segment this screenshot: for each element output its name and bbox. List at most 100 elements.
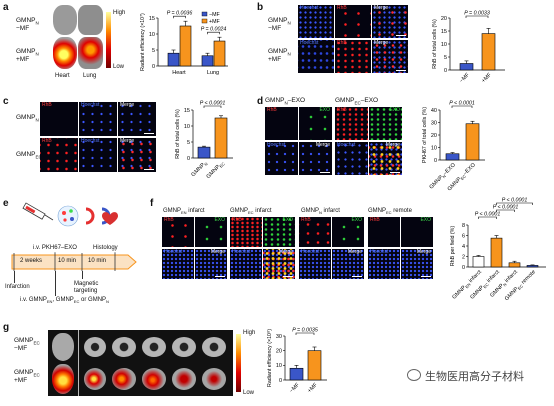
b-ytick-label-4: 20 — [441, 16, 447, 22]
c-r2-merge: Merge — [118, 138, 156, 172]
f-c4-rhb: RhB — [368, 217, 400, 247]
e-timeline — [11, 252, 137, 271]
g-xtick-label-1: +MF — [307, 382, 320, 395]
g-bracket-0 — [295, 332, 315, 335]
a-row2-label: GMNPN+MF — [16, 48, 39, 63]
g-slice-minus-2 — [112, 337, 136, 357]
e-interval-2: 10 min — [58, 258, 77, 264]
f-bracket-1 — [496, 209, 515, 212]
e-infarction-label: Infarction — [5, 284, 30, 290]
heart-icon — [102, 212, 118, 225]
a-ytick-label-1: 5 — [152, 48, 155, 54]
f-c2-exo: EXO — [263, 217, 295, 247]
a-ytick-label-0: 0 — [152, 64, 155, 70]
e-iv-tick — [55, 271, 56, 296]
b-bar-1 — [481, 33, 496, 71]
wechat-logo-icon — [407, 369, 421, 381]
panel-label-b: b — [257, 2, 264, 13]
watermark-text: 生物医用高分子材料 — [425, 371, 524, 383]
f-col1-title: GMNPEN infarct — [163, 208, 205, 216]
e-iv-gmnp-label: i.v. GMNPEN, GMNPEC or GMNPN — [20, 297, 109, 305]
f-ytick-label-1: 2 — [462, 254, 465, 260]
f-pvalue-0: P < 0.0001 — [475, 212, 501, 218]
f-c1-hoechst: Hoechst — [162, 249, 194, 279]
d-ec-hoechst: Hoechst — [335, 142, 368, 175]
f-ytick-label-0: 0 — [462, 265, 465, 271]
g-slice-plus-4 — [172, 368, 196, 390]
g-ytick-label-1: 10 — [276, 363, 282, 369]
b-ytick-label-3: 15 — [441, 29, 447, 35]
g-slice-plus-3 — [142, 368, 166, 390]
f-c3-rhb: RhB — [299, 217, 331, 247]
f-ytick-label-3: 6 — [462, 233, 465, 239]
g-ytick-label-3: 30 — [276, 334, 282, 340]
f-c1-exo: EXO — [195, 217, 227, 247]
a-heart-minus-image — [53, 5, 77, 35]
f-xtick-label-0: GMNPEN infarct — [451, 269, 483, 301]
g-pvalue-0: P = 0.0035 — [292, 328, 318, 334]
e-interval-1: 2 weeks — [20, 258, 43, 264]
c-row2-label: GMNPEC — [16, 151, 42, 160]
a-bracket-1 — [207, 31, 220, 35]
c-r2-rhb: RhB — [40, 138, 78, 172]
d-pvalue-0: P < 0.0001 — [449, 101, 475, 107]
c-ytick-label-0: 0 — [187, 156, 190, 162]
d-ytick-label-1: 10 — [431, 145, 437, 151]
f-col2-title: GMNPEC infarct — [230, 208, 272, 216]
d-ec-exo: EXO — [369, 107, 402, 140]
a-lung-plus-image — [78, 37, 103, 69]
a-legend-label-1: +MF — [209, 19, 221, 25]
a-col1-label: Heart — [55, 73, 70, 79]
b-r1-rhb: RhB — [335, 5, 371, 38]
a-colorbar-high: High — [113, 10, 126, 16]
f-pvalue-1: P < 0.0001 — [493, 205, 519, 211]
g-xtick-label-0: −MF — [289, 382, 302, 395]
panel-label-d: d — [257, 96, 264, 107]
c-bar-0 — [197, 146, 211, 159]
d-n-merge: Merge — [299, 142, 332, 175]
panel-label-g: g — [3, 322, 10, 333]
g-bar-0 — [289, 367, 304, 381]
f-ytick-label-2: 4 — [462, 244, 465, 250]
b-pvalue-0: P = 0.0033 — [464, 11, 490, 17]
b-ylabel: RhB of total cells (%) — [432, 19, 438, 69]
d-col1-title: GMNPN–EXO — [265, 97, 306, 106]
f-col3-title: GMNPN infarct — [301, 208, 340, 216]
c-ytick-label-3: 15 — [184, 108, 190, 114]
c-ylabel: RhB of total cells (%) — [175, 109, 181, 159]
a-legend-label-0: −MF — [209, 12, 221, 18]
g-slice-minus-1 — [84, 337, 106, 357]
a-lung-minus-image — [78, 5, 103, 35]
f-c2-hoechst: Hoechst — [230, 249, 262, 279]
c-ytick-label-1: 5 — [187, 140, 190, 146]
d-ytick-label-2: 20 — [431, 133, 437, 139]
g-colorbar — [236, 334, 241, 392]
nanoparticle-cluster-icon — [57, 205, 79, 227]
a-ylabel: Radiant efficiency (×10⁷) — [140, 13, 146, 71]
d-ytick-label-0: 0 — [434, 158, 437, 164]
panel-label-c: c — [3, 96, 9, 107]
e-histology-label: Histology — [93, 245, 118, 251]
a-ytick-label-2: 10 — [149, 32, 155, 38]
panel-label-e: e — [3, 198, 9, 209]
panel-label-a: a — [3, 2, 9, 13]
a-legend-swatch-1 — [201, 18, 208, 24]
d-n-exo: EXO — [299, 107, 332, 140]
f-c1-merge: Merge — [195, 249, 227, 279]
f-c2-rhb: RhB — [230, 217, 262, 247]
f-bar-2 — [508, 262, 521, 268]
b-ytick-label-0: 0 — [444, 68, 447, 74]
g-row1-label: GMNPEC−MF — [14, 337, 40, 352]
d-n-rhb: RhB — [265, 107, 298, 140]
f-c3-exo: EXO — [332, 217, 364, 247]
a-col2-label: Lung — [83, 73, 97, 79]
d-ytick-label-3: 30 — [431, 120, 437, 126]
g-ylabel: Radiant efficiency (×10⁸) — [267, 329, 273, 387]
e-pkh67-exo-label: i.v. PKH67–EXO — [33, 245, 77, 251]
d-bar-1 — [465, 123, 480, 161]
a-pvalue-1: P = 0.0024 — [201, 27, 227, 33]
b-ytick-label-2: 10 — [441, 42, 447, 48]
a-bar-2 — [201, 55, 214, 67]
